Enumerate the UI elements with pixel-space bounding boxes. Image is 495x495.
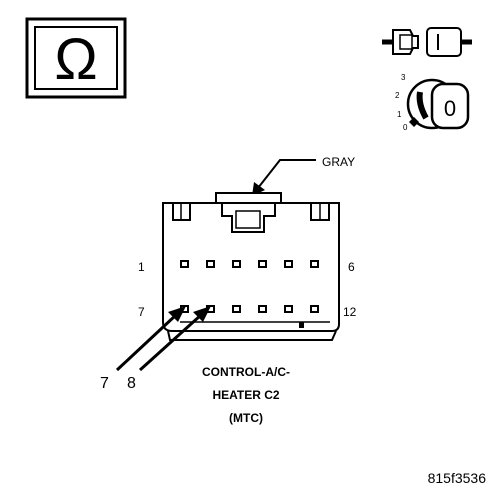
callout-arrow-7 (115, 306, 186, 372)
connector-name-line3: (MTC) (229, 411, 263, 425)
connector-plug-icon (382, 27, 472, 57)
ignition-key-icon: 3 2 1 0 0 (395, 73, 470, 132)
ignition-position-0: 0 (403, 123, 408, 132)
ignition-position-3: 3 (401, 73, 406, 82)
cavity-12 (310, 305, 319, 313)
ignition-position-2: 2 (395, 91, 400, 100)
pin-label-6: 6 (348, 260, 355, 274)
cavity-6 (310, 260, 319, 268)
color-leader-line (257, 159, 316, 189)
cavity-4 (258, 260, 267, 268)
callout-arrow-8 (138, 306, 211, 372)
cavity-10 (258, 305, 267, 313)
ohm-glyph: Ω (54, 27, 97, 92)
pin-label-12: 12 (343, 305, 357, 319)
figure-id: 815f3536 (428, 470, 487, 486)
cavity-2 (206, 260, 215, 268)
cavity-9 (232, 305, 241, 313)
ignition-position-1: 1 (397, 110, 402, 119)
cavity-5 (284, 260, 293, 268)
callout-label-8: 8 (127, 375, 136, 392)
pin-label-7: 7 (138, 305, 145, 319)
cavity-11 (284, 305, 293, 313)
callout-label-7: 7 (100, 375, 109, 392)
connector-name-line1: CONTROL-A/C- (202, 365, 290, 379)
connector-body (162, 192, 340, 341)
ignition-key-glyph: 0 (444, 96, 456, 121)
cavity-3 (232, 260, 241, 268)
cavity-1 (180, 260, 189, 268)
connector-color-label: GRAY (322, 155, 355, 169)
ohm-icon: Ω (25, 17, 127, 99)
connector-name-line2: HEATER C2 (212, 388, 279, 402)
pin-label-1: 1 (138, 260, 145, 274)
